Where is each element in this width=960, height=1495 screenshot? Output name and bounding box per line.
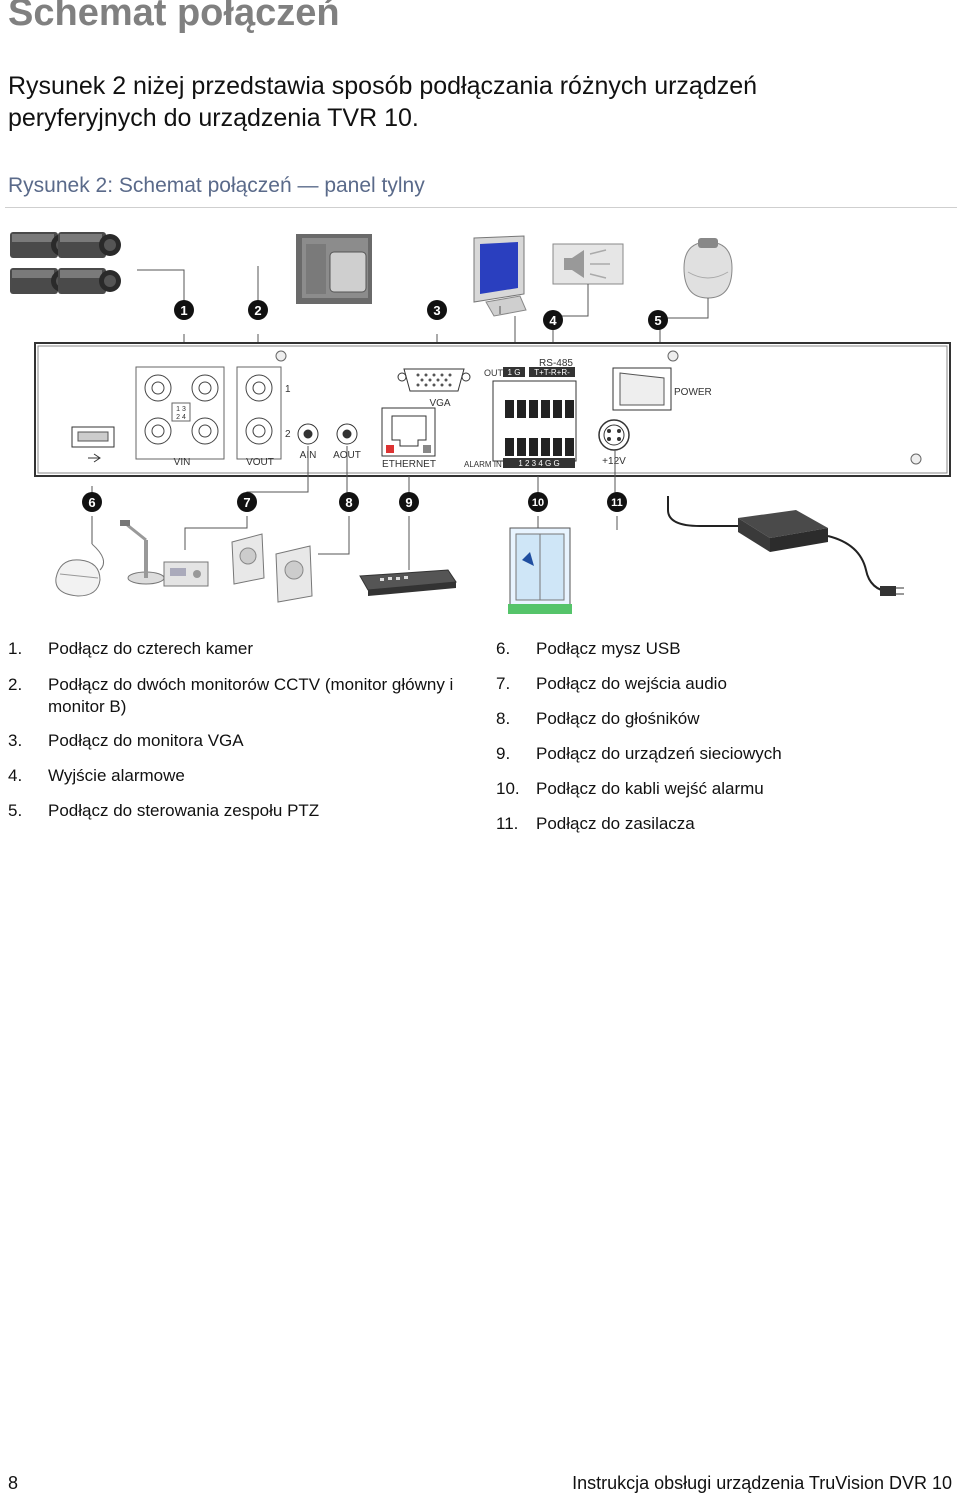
- list-item: 2.Podłącz do dwóch monitorów CCTV (monit…: [8, 675, 454, 716]
- list-item: 9.Podłącz do urządzeń sieciowych: [496, 744, 782, 763]
- speakers-icon: [231, 533, 313, 603]
- v12-label: +12V: [602, 456, 626, 467]
- list-item: 7.Podłącz do wejścia audio: [496, 674, 727, 693]
- list-item: 11.Podłącz do zasilacza: [496, 814, 695, 833]
- rs485-pins: T+T-R+R-: [534, 368, 570, 377]
- dc-power-port: [598, 419, 630, 451]
- vga-port: [397, 368, 471, 392]
- ethernet-port: [381, 407, 436, 457]
- terminal-block: [492, 380, 577, 468]
- list-item: 10.Podłącz do kabli wejść alarmu: [496, 779, 764, 798]
- callout-4: 4: [543, 310, 563, 330]
- intro-paragraph: Rysunek 2 niżej przedstawia sposób podłą…: [8, 72, 758, 132]
- svg-text:10: 10: [532, 497, 544, 509]
- vga-monitor-icon: [473, 235, 527, 317]
- figure-title-rule: [5, 207, 957, 208]
- cam-grid-bottom: 2 4: [176, 414, 186, 421]
- alarm-siren-icon: [552, 243, 624, 285]
- ptz-dome-icon: [683, 238, 733, 299]
- page-heading: Schemat połączeń: [8, 0, 340, 34]
- vin-connectors: [135, 366, 225, 460]
- rear-panel: 1 3 2 4 VIN 1 2 VOUT AIN AOUT: [34, 342, 951, 477]
- footer-doc-title: Instrukcja obsługi urządzenia TruVision …: [572, 1473, 952, 1493]
- list-item: 1.Podłącz do czterech kamer: [8, 639, 254, 658]
- svg-text:6: 6: [88, 495, 95, 510]
- vout-1-label: 1: [285, 384, 291, 395]
- vout-label: VOUT: [246, 457, 274, 468]
- list-item: 8.Podłącz do głośników: [496, 709, 700, 728]
- audio-jacks: [297, 423, 358, 445]
- callout-7: 7: [237, 492, 257, 512]
- vout-2-label: 2: [285, 429, 291, 440]
- svg-text:7: 7: [243, 495, 250, 510]
- svg-text:8: 8: [345, 495, 352, 510]
- rs485-label: RS-485: [539, 358, 573, 369]
- svg-text:2: 2: [254, 303, 261, 318]
- svg-text:4: 4: [549, 313, 557, 328]
- list-item: 6.Podłącz mysz USB: [496, 639, 681, 658]
- ethernet-label: ETHERNET: [382, 459, 436, 470]
- callout-2: 2: [248, 300, 268, 320]
- cameras-icon: [10, 232, 121, 294]
- vin-label: VIN: [174, 457, 191, 468]
- out-label: OUT: [484, 368, 504, 378]
- svg-text:3: 3: [433, 303, 440, 318]
- list-item: 5.Podłącz do sterowania zespołu PTZ: [8, 801, 320, 820]
- svg-text:5: 5: [654, 313, 661, 328]
- callout-8: 8: [339, 492, 359, 512]
- window-sensor-icon: [508, 527, 572, 614]
- cam-grid-top: 1 3: [176, 406, 186, 413]
- callout-1: 1: [174, 300, 194, 320]
- connection-diagram: 1 2 3 4 5 1 3 2 4 VIN 1 2 VOUT: [10, 232, 951, 614]
- microphone-icon: [120, 520, 165, 585]
- callout-5: 5: [648, 310, 668, 330]
- network-switch-icon: [359, 569, 457, 596]
- callout-9: 9: [399, 492, 419, 512]
- power-label: POWER: [674, 387, 712, 398]
- cctv-monitor-icon: [296, 234, 372, 304]
- vout-connectors: [236, 366, 282, 460]
- power-supply-icon: [667, 496, 904, 596]
- vga-label: VGA: [429, 398, 450, 409]
- figure-title: Rysunek 2: Schemat połączeń — panel tyln…: [8, 174, 425, 197]
- audio-amplifier-icon: [163, 561, 209, 587]
- out-pins: 1 G: [508, 368, 521, 377]
- alarm-pins: 1 2 3 4 G G: [518, 459, 559, 468]
- callout-11: 11: [607, 492, 627, 512]
- list-item: 3.Podłącz do monitora VGA: [8, 731, 244, 750]
- svg-text:1: 1: [180, 303, 187, 318]
- svg-text:11: 11: [611, 497, 623, 509]
- usb-mouse-icon: [55, 543, 105, 597]
- svg-text:9: 9: [405, 495, 412, 510]
- alarm-in-label: ALARM IN: [464, 460, 502, 469]
- list-item: 4.Wyjście alarmowe: [8, 766, 185, 785]
- page-number: 8: [8, 1473, 19, 1493]
- callout-6: 6: [82, 492, 102, 512]
- callout-3: 3: [427, 300, 447, 320]
- callout-10: 10: [528, 492, 548, 512]
- usb-port: [71, 426, 115, 463]
- power-switch: [612, 367, 672, 411]
